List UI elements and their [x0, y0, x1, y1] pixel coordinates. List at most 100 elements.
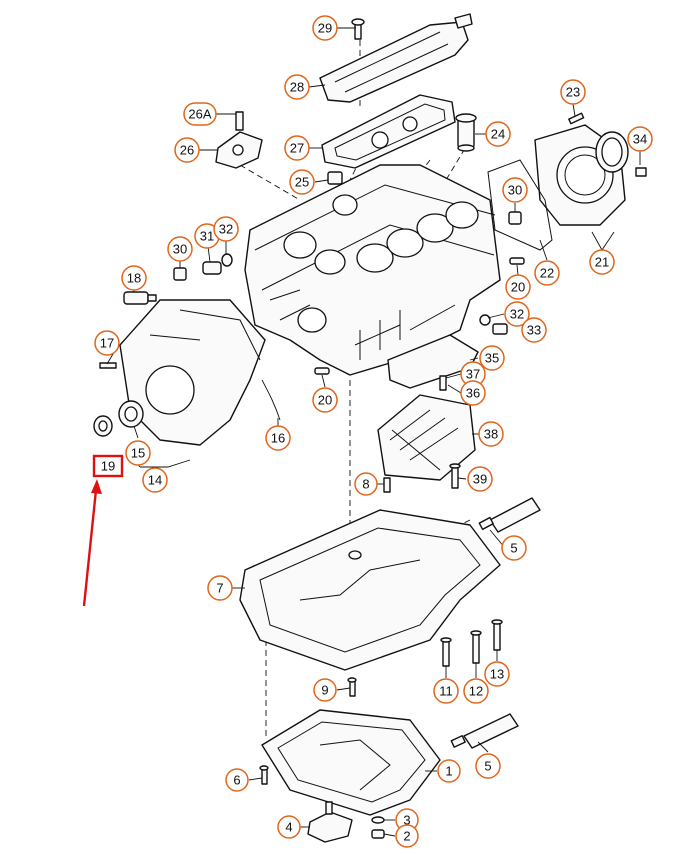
callout-16[interactable]: 16 — [265, 425, 291, 451]
leader-lines — [106, 27, 641, 837]
svg-text:2: 2 — [403, 829, 410, 844]
svg-text:3: 3 — [403, 813, 410, 828]
seal-ring — [595, 131, 629, 173]
svg-text:17: 17 — [100, 336, 114, 351]
svg-text:23: 23 — [566, 85, 580, 100]
svg-text:8: 8 — [362, 477, 369, 492]
callout-9[interactable]: 9 — [313, 678, 337, 702]
callout-18[interactable]: 18 — [121, 265, 147, 291]
svg-text:12: 12 — [469, 684, 483, 699]
svg-text:25: 25 — [295, 175, 309, 190]
pin-20b — [509, 257, 525, 265]
rear-gasket — [487, 159, 553, 251]
svg-text:37: 37 — [466, 367, 480, 382]
callout-30-right[interactable]: 30 — [502, 177, 528, 203]
svg-text:36: 36 — [466, 386, 480, 401]
svg-text:21: 21 — [595, 255, 609, 270]
callout-36[interactable]: 36 — [460, 380, 486, 406]
callout-8[interactable]: 8 — [354, 472, 378, 496]
svg-text:6: 6 — [233, 773, 240, 788]
callout-28[interactable]: 28 — [284, 74, 310, 100]
sealant-tube-lower — [450, 713, 519, 749]
valve-cover-gasket — [321, 94, 456, 169]
plug-30 — [173, 267, 187, 281]
callout-35[interactable]: 35 — [479, 345, 505, 371]
seal-15 — [118, 400, 144, 428]
svg-text:30: 30 — [508, 183, 522, 198]
bolt-39 — [449, 463, 461, 489]
callout-32-upper[interactable]: 32 — [213, 216, 239, 242]
callout-34[interactable]: 34 — [627, 126, 653, 152]
svg-text:4: 4 — [285, 820, 292, 835]
callout-29[interactable]: 29 — [312, 15, 338, 41]
callout-24[interactable]: 24 — [485, 121, 511, 147]
callout-19-highlight[interactable]: 19 — [92, 454, 124, 478]
callout-13[interactable]: 13 — [484, 661, 510, 687]
svg-text:5: 5 — [484, 759, 491, 774]
bolt-36 — [439, 375, 447, 391]
callout-30-left[interactable]: 30 — [167, 236, 193, 262]
callout-1[interactable]: 1 — [437, 759, 461, 783]
callout-20-left[interactable]: 20 — [312, 387, 338, 413]
plug — [327, 171, 343, 185]
callout-4[interactable]: 4 — [277, 815, 301, 839]
svg-text:39: 39 — [473, 472, 487, 487]
lower-oil-pan — [261, 709, 441, 816]
callout-6[interactable]: 6 — [225, 768, 249, 792]
callout-20-right[interactable]: 20 — [505, 274, 531, 300]
svg-text:1: 1 — [445, 764, 452, 779]
svg-text:20: 20 — [318, 393, 332, 408]
callout-12[interactable]: 12 — [463, 678, 489, 704]
callout-7[interactable]: 7 — [207, 575, 233, 601]
callout-32-lower[interactable]: 32 — [504, 301, 530, 327]
callout-25[interactable]: 25 — [289, 169, 315, 195]
svg-text:32: 32 — [219, 222, 233, 237]
oil-filler-neck — [455, 113, 477, 152]
callout-26a[interactable]: 26A — [183, 102, 217, 126]
bolt-11 — [440, 637, 452, 667]
callout-23[interactable]: 23 — [560, 79, 586, 105]
bolt-13 — [491, 619, 503, 651]
svg-text:15: 15 — [131, 446, 145, 461]
bolt-6 — [259, 765, 269, 785]
callout-26[interactable]: 26 — [174, 137, 200, 163]
svg-text:14: 14 — [148, 473, 162, 488]
callout-17[interactable]: 17 — [94, 330, 120, 356]
callout-2[interactable]: 2 — [395, 824, 419, 848]
harness-16 — [261, 379, 281, 421]
svg-text:31: 31 — [200, 229, 214, 244]
seal-ring-3 — [371, 816, 385, 824]
svg-text:9: 9 — [321, 683, 328, 698]
callout-37[interactable]: 37 — [460, 361, 486, 387]
highlight-arrow — [82, 479, 102, 607]
pin-20a — [314, 367, 330, 375]
callout-33[interactable]: 33 — [521, 317, 547, 343]
callout-39[interactable]: 39 — [467, 466, 493, 492]
svg-text:11: 11 — [439, 684, 453, 699]
svg-text:16: 16 — [271, 431, 285, 446]
callout-27[interactable]: 27 — [284, 135, 310, 161]
callout-11[interactable]: 11 — [433, 678, 459, 704]
svg-text:13: 13 — [490, 667, 504, 682]
callout-22[interactable]: 22 — [534, 260, 560, 286]
bolt-9 — [347, 677, 357, 697]
callout-14[interactable]: 14 — [142, 467, 168, 493]
sensor-31 — [202, 253, 233, 275]
svg-text:26: 26 — [180, 143, 194, 158]
svg-text:28: 28 — [290, 80, 304, 95]
sealant-tube-upper — [478, 497, 541, 533]
callout-38[interactable]: 38 — [478, 421, 504, 447]
bolt — [568, 112, 585, 125]
svg-text:34: 34 — [633, 132, 647, 147]
svg-text:35: 35 — [485, 351, 499, 366]
callout-5-upper[interactable]: 5 — [501, 535, 527, 561]
drain-plug-2 — [371, 829, 385, 839]
upper-oil-pan — [239, 509, 501, 671]
svg-text:32: 32 — [510, 307, 524, 322]
callout-15[interactable]: 15 — [125, 440, 151, 466]
valve-cover — [319, 13, 473, 103]
svg-text:20: 20 — [511, 280, 525, 295]
callout-5-lower[interactable]: 5 — [475, 753, 501, 779]
callout-21[interactable]: 21 — [589, 249, 615, 275]
svg-text:18: 18 — [127, 271, 141, 286]
